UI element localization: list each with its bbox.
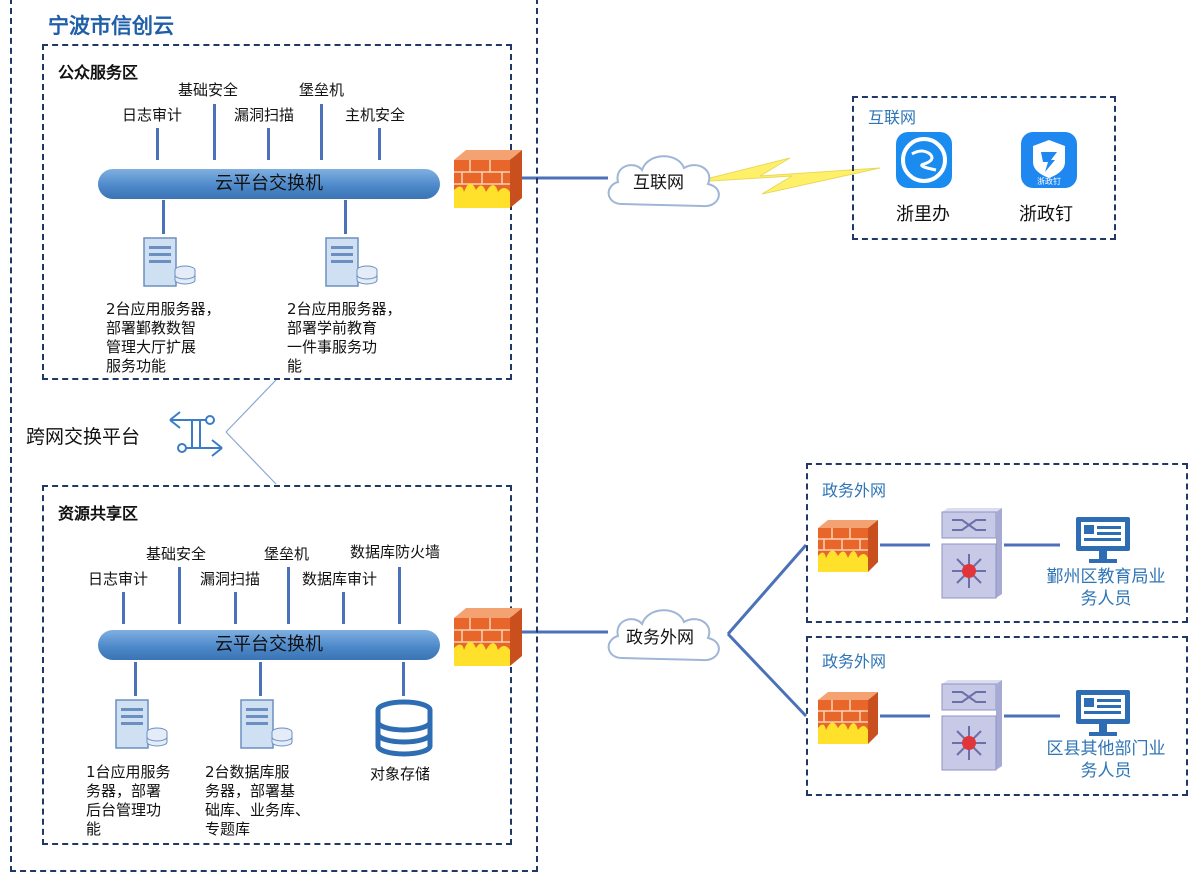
- app-label: 浙里办: [896, 204, 950, 225]
- app-label: 浙政钉: [1019, 204, 1073, 225]
- firewall-icon: [454, 150, 522, 208]
- gov-branch-box: [806, 463, 1188, 623]
- service-label: 日志审计: [122, 106, 183, 124]
- network-switch-icon: [941, 680, 1002, 771]
- service-label: 基础安全: [178, 81, 239, 99]
- gov-network-cloud-icon: [607, 609, 720, 662]
- public-zone-box: [42, 44, 512, 380]
- gov-branch-title: 政务外网: [822, 481, 887, 500]
- gov-branch-title: 政务外网: [822, 652, 887, 671]
- server-description: 2台数据库服 务器，部署基 础库、业务库、 专题库: [205, 763, 311, 838]
- service-label: 数据库审计: [302, 570, 378, 588]
- service-label: 堡垒机: [299, 81, 345, 99]
- govnet-branch1-link: [726, 544, 808, 635]
- main-title: 宁波市信创云: [48, 14, 174, 38]
- service-label: 数据库防火墙: [350, 543, 441, 561]
- gov-branch-box: [806, 636, 1188, 796]
- server-description: 2台应用服务器， 部署鄞教数智 管理大厅扩展 服务功能: [106, 300, 221, 375]
- service-label: 基础安全: [146, 545, 207, 563]
- server-icon: [115, 699, 168, 749]
- workstation-icon: [1076, 517, 1130, 563]
- internet-box-title: 互联网: [868, 108, 917, 127]
- server-description: 2台应用服务器， 部署学前教育 一件事服务功 能: [287, 300, 402, 375]
- firewall-icon: [454, 608, 522, 666]
- server-description: 1台应用服务 务器，部署 后台管理功 能: [86, 763, 171, 838]
- cloud-platform-switch: 云平台交换机: [98, 169, 440, 199]
- object-storage-icon: [375, 699, 433, 757]
- gov-user-label: 鄞州区教育局业 务人员: [1046, 567, 1166, 609]
- service-label: 漏洞扫描: [200, 570, 261, 588]
- internet-box: [852, 96, 1116, 240]
- exchange-platform-icon: [169, 411, 223, 457]
- zheliban-app-icon[interactable]: [896, 132, 952, 188]
- wireless-bolt: [693, 157, 881, 195]
- cloud-platform-switch: 云平台交换机: [98, 630, 440, 660]
- database-server-icon: [240, 699, 293, 749]
- govnet-branch2-link: [726, 632, 808, 718]
- object-storage-label: 对象存储: [370, 765, 431, 783]
- zhezhengding-app-icon[interactable]: 浙政钉: [1021, 132, 1077, 188]
- firewall-icon: [818, 692, 878, 744]
- internet-cloud-label: 互联网: [633, 173, 684, 193]
- service-label: 堡垒机: [264, 545, 310, 563]
- gov-network-cloud-label: 政务外网: [626, 628, 694, 648]
- firewall-icon: [818, 520, 878, 572]
- server-icon: [143, 237, 196, 287]
- internet-cloud-icon: [607, 155, 720, 208]
- outer-cloud-boundary: [10, 0, 538, 872]
- exchange-platform-label: 跨网交换平台: [26, 426, 141, 448]
- workstation-icon: [1076, 690, 1130, 736]
- public-zone-title: 公众服务区: [58, 63, 139, 82]
- service-label: 主机安全: [345, 106, 406, 124]
- service-label: 漏洞扫描: [234, 106, 295, 124]
- network-switch-icon: [941, 508, 1002, 599]
- service-label: 日志审计: [88, 570, 149, 588]
- server-icon: [325, 237, 378, 287]
- app-badge-text: 浙政钉: [1037, 177, 1061, 186]
- resource-zone-title: 资源共享区: [58, 504, 139, 523]
- gov-user-label: 区县其他部门业 务人员: [1046, 739, 1166, 781]
